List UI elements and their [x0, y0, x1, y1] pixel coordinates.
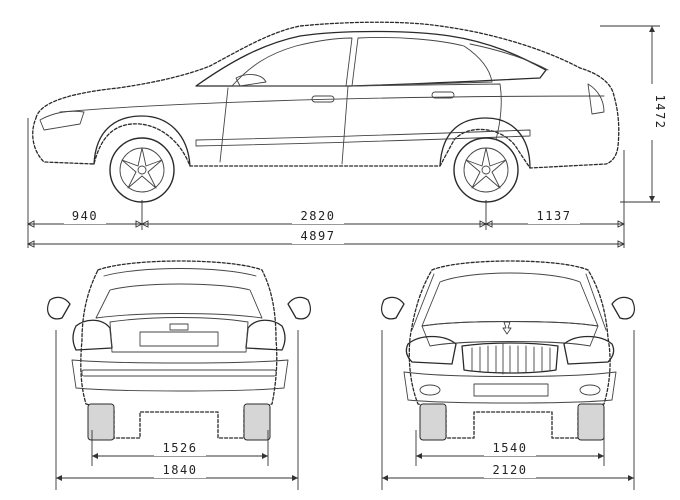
rear-right-taillight [245, 319, 286, 351]
overall-length-label: 4897 [301, 229, 336, 243]
side-mirror [235, 74, 267, 87]
front-right-tire [577, 403, 605, 441]
height-label: 1472 [653, 95, 667, 130]
side-front-window [231, 37, 353, 87]
front-width-label: 2120 [493, 463, 528, 477]
grille-bars [471, 343, 551, 375]
side-rear-window [351, 37, 493, 87]
side-body-outline [32, 21, 620, 169]
side-c-pillar [469, 43, 549, 71]
rear-left-taillight [72, 319, 113, 351]
rear-roof-line [103, 268, 257, 277]
rear-right-mirror [287, 296, 311, 320]
side-front-door [219, 85, 349, 165]
rear-wheel [453, 137, 519, 203]
side-taillight [587, 83, 605, 115]
front-door-handle [311, 95, 335, 103]
side-view [26, 21, 660, 248]
rear-wheel-arch [439, 117, 531, 169]
front-overhang-label: 940 [72, 209, 98, 223]
front-body-outline [408, 260, 611, 439]
a-pillar-right [585, 273, 607, 331]
side-moulding [195, 129, 531, 147]
front-right-mirror [611, 296, 635, 320]
wheelbase-label: 2820 [301, 209, 336, 223]
rear-body-outline [80, 260, 278, 439]
trunk-lid [109, 317, 249, 353]
side-belt-line [59, 95, 605, 113]
rear-view [47, 260, 311, 490]
rear-door-handle [431, 91, 455, 99]
front-left-headlight [405, 335, 457, 365]
rear-overhang-label: 1137 [537, 209, 572, 223]
hood-emblem [502, 321, 512, 335]
front-plate [473, 383, 549, 397]
side-greenhouse [195, 30, 547, 87]
front-grille [461, 342, 559, 374]
front-wheel [109, 137, 175, 203]
rear-width-label: 1840 [163, 463, 198, 477]
rear-left-mirror [47, 296, 71, 320]
rear-bumper-strip [81, 369, 277, 377]
front-bumper [403, 371, 617, 404]
side-headlight [39, 110, 85, 131]
left-fog-light [419, 384, 441, 396]
right-fog-light [579, 384, 601, 396]
front-right-headlight [563, 335, 615, 365]
front-left-tire [419, 403, 447, 441]
rear-plate [139, 331, 219, 347]
front-track-label: 1540 [493, 441, 528, 455]
rear-window [95, 283, 263, 319]
rear-right-tire [243, 403, 271, 441]
rear-left-tire [87, 403, 115, 441]
windshield [421, 272, 599, 327]
rear-emblem [169, 323, 189, 331]
rear-bumper [71, 359, 289, 392]
front-left-mirror [381, 296, 405, 320]
a-pillar-left [411, 273, 435, 331]
hood [421, 321, 599, 347]
rear-track-label: 1526 [163, 441, 198, 455]
front-wheel-arch [93, 115, 191, 167]
